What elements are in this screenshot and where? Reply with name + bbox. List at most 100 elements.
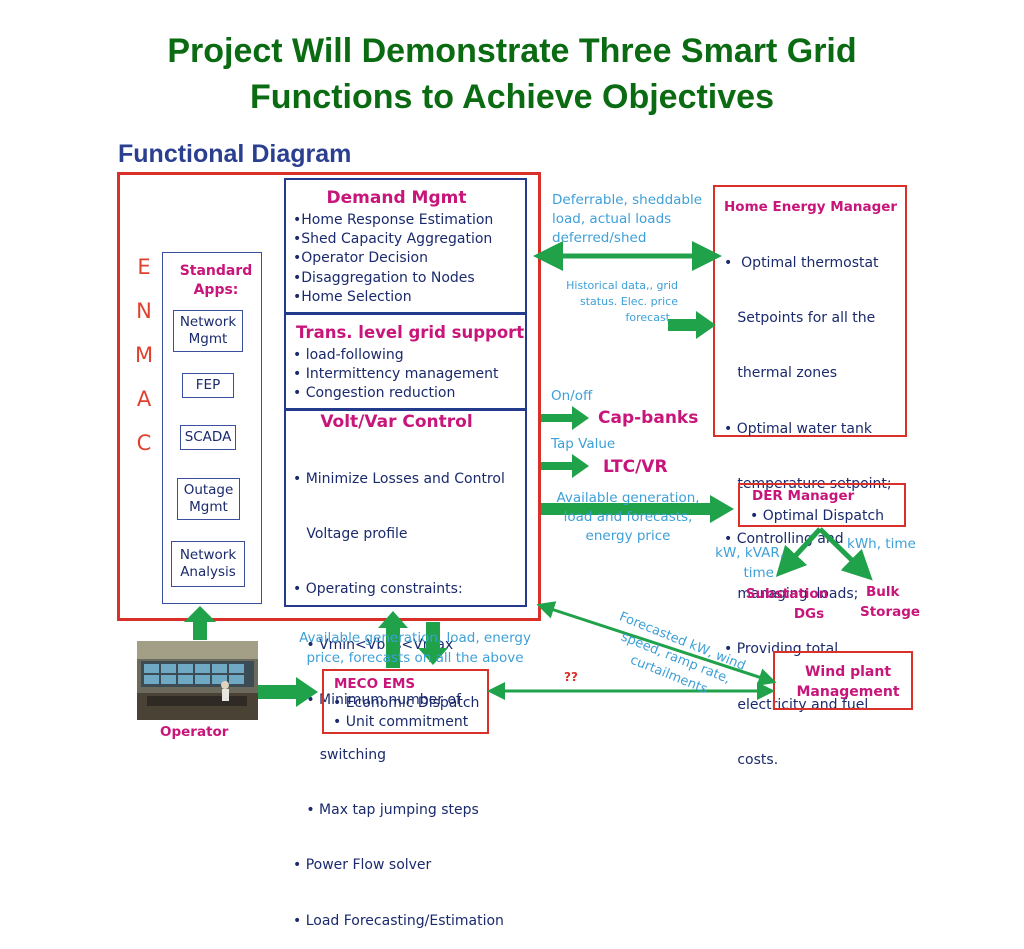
enmac-box <box>117 172 541 621</box>
control-room-photo <box>137 641 258 720</box>
label-cap-banks: Cap-banks <box>598 408 699 428</box>
label-available-gen-line: load and forecasts, <box>563 509 693 525</box>
arrow-meco-up <box>378 611 408 668</box>
label-tap-value: Tap Value <box>551 436 616 452</box>
label-onoff: On/off <box>551 388 593 404</box>
volt-var-title: Volt/Var Control <box>320 412 473 432</box>
der-manager-title: DER Manager <box>752 488 855 504</box>
meco-ems-item: • Economic Dispatch <box>333 695 480 711</box>
label-kw-kvar: kW, kVAR, time <box>704 543 784 583</box>
demand-mgmt-item: •Home Response Estimation <box>293 212 494 228</box>
enmac-letter-e: E <box>137 255 151 279</box>
enmac-letter-c: C <box>136 431 152 455</box>
page-title: Project Will Demonstrate Three Smart Gri… <box>0 28 1024 120</box>
app-scada[interactable]: SCADA <box>180 425 236 450</box>
label-available-gen-line: Available generation, <box>556 490 700 506</box>
app-network-analysis[interactable]: Network Analysis <box>171 541 245 587</box>
label-deferrable: Deferrable, sheddable load, actual loads… <box>552 191 702 248</box>
label-deferrable-line: deferred/shed <box>552 230 647 246</box>
volt-var-item: • Minimize Losses and Control <box>293 471 505 487</box>
volt-var-box <box>284 409 527 607</box>
app-scada-label: SCADA <box>184 429 232 445</box>
volt-var-item: switching <box>293 747 387 764</box>
label-available-gen: Available generation, load and forecasts… <box>548 489 708 546</box>
app-fep[interactable]: FEP <box>182 373 234 398</box>
label-bulk-storage: Bulk Storage <box>860 582 920 622</box>
home-energy-manager-title: Home Energy Manager <box>724 199 898 215</box>
volt-var-item: • Operating constraints: <box>293 581 463 598</box>
label-deferrable-line: Deferrable, sheddable <box>552 192 703 208</box>
arrow-enmac-down <box>418 622 448 665</box>
volt-var-item: • Minimum number of <box>293 691 461 708</box>
label-bulk-line: Storage <box>860 604 921 620</box>
volt-var-item: Voltage profile <box>293 526 408 543</box>
trans-support-list: • load-following • Intermittency managem… <box>293 346 499 404</box>
label-ltc-vr: LTC/VR <box>603 457 668 477</box>
home-energy-manager-box <box>713 185 907 437</box>
standard-apps-heading: Standard Apps: <box>162 262 270 300</box>
trans-support-item: • Congestion reduction <box>293 385 456 402</box>
arrow-operator-up <box>184 606 216 640</box>
demand-mgmt-item: •Home Selection <box>293 288 412 305</box>
label-kw-kvar-line: time <box>743 565 774 581</box>
hem-item: • Optimal thermostat <box>724 255 879 271</box>
app-network-mgmt-label: Network Mgmt <box>179 314 237 347</box>
arrow-wind-diagonal <box>536 601 777 686</box>
app-outage-mgmt[interactable]: Outage Mgmt <box>177 478 240 520</box>
demand-mgmt-item: •Disaggregation to Nodes <box>293 269 475 286</box>
standard-apps-box <box>162 252 262 604</box>
label-historical-line: forecast <box>625 311 670 324</box>
label-available-bottom-line: price, forecasts on all the above <box>306 650 524 666</box>
label-question: ?? <box>564 670 578 684</box>
der-manager-box <box>738 483 906 527</box>
arrow-der-substation <box>775 527 822 578</box>
volt-var-item: • Power Flow solver <box>293 857 432 874</box>
label-bulk-line: Bulk <box>866 584 900 600</box>
app-fep-label: FEP <box>195 377 221 393</box>
hem-item: • Optimal water tank <box>724 420 872 437</box>
der-manager-list: • Optimal Dispatch <box>750 507 884 526</box>
hem-item: managing loads; <box>724 586 859 603</box>
hem-item: costs. <box>724 751 779 768</box>
label-kw-kvar-line: kW, kVAR, <box>715 545 784 561</box>
label-kwh-time: kWh, time <box>847 536 916 552</box>
app-outage-mgmt-label: Outage Mgmt <box>183 482 234 515</box>
label-available-bottom-line: Available generation, load, energy <box>299 630 531 646</box>
der-manager-item: • Optimal Dispatch <box>750 508 885 524</box>
app-network-mgmt[interactable]: Network Mgmt <box>173 310 243 352</box>
app-network-analysis-label: Network Analysis <box>179 547 237 580</box>
wind-plant-line1: Wind plant <box>804 664 892 680</box>
arrow-ltc <box>541 454 589 478</box>
volt-var-item: • Max tap jumping steps <box>293 802 479 819</box>
label-substation: Substation DGs <box>744 584 830 624</box>
diagram-title: Functional Diagram <box>118 140 352 168</box>
arrow-operator-meco <box>258 677 318 707</box>
standard-apps-heading-line1: Standard <box>179 263 253 279</box>
arrows-layer <box>184 241 873 707</box>
label-historical-line: Historical data,, grid <box>566 279 678 292</box>
meco-ems-item: • Unit commitment <box>333 714 469 731</box>
demand-mgmt-item: •Operator Decision <box>293 250 428 267</box>
label-substation-line: DGs <box>793 606 825 622</box>
arrow-der <box>541 495 734 523</box>
wind-plant-title: Wind plant Management <box>773 662 923 702</box>
operator-label: Operator <box>160 724 229 740</box>
label-substation-line: Substation <box>745 586 829 602</box>
standard-apps-heading-line2: Apps: <box>193 282 239 298</box>
trans-support-item: • Intermittency management <box>293 366 499 383</box>
hem-item: thermal zones <box>724 365 838 382</box>
trans-support-item: • load-following <box>293 347 404 363</box>
enmac-letter-m: M <box>134 343 154 367</box>
arrow-historical <box>668 311 716 339</box>
enmac-letter-a: A <box>136 387 152 411</box>
enmac-letters: E N M A C <box>132 245 156 465</box>
label-available-gen-line: energy price <box>585 528 671 544</box>
meco-ems-title: MECO EMS <box>334 676 416 692</box>
wind-plant-line2: Management <box>796 684 900 700</box>
enmac-letter-n: N <box>136 299 152 323</box>
trans-support-title: Trans. level grid support <box>296 323 525 342</box>
volt-var-item: • Load Forecasting/Estimation <box>293 912 504 929</box>
demand-mgmt-title: Demand Mgmt <box>326 188 467 208</box>
label-historical: Historical data,, grid status. Elec. pri… <box>548 278 678 326</box>
title-line-2: Functions to Achieve Objectives <box>250 78 774 116</box>
